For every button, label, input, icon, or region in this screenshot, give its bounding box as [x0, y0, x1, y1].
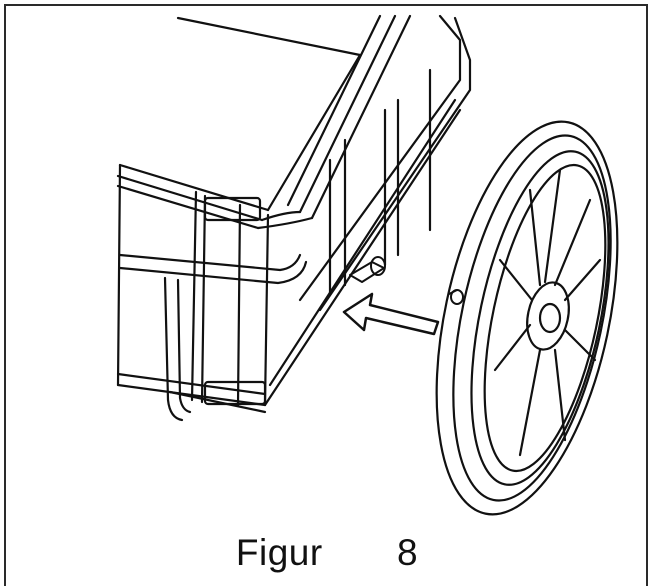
axle-nut: [448, 289, 464, 305]
figure-caption: Figur 8: [235, 532, 419, 573]
wheel: [435, 120, 619, 516]
trailer-box: [116, 14, 472, 422]
figure-frame: [4, 4, 648, 586]
insertion-arrow: [342, 292, 440, 336]
axle-stub: [349, 256, 386, 283]
